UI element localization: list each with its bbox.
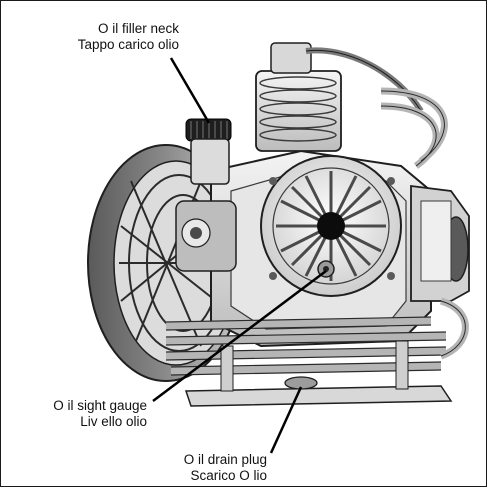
label-oil-drain-plug: O il drain plug Scarico O lio <box>141 452 267 484</box>
leader-oil-drain <box>269 386 303 454</box>
label-oil-drain-it: Scarico O lio <box>190 468 267 483</box>
leader-oil-filler <box>169 57 211 124</box>
label-oil-filler-neck: O il filler neck Tappo carico olio <box>39 21 179 53</box>
label-oil-sight-gauge: O il sight gauge Liv ello olio <box>7 398 147 430</box>
leader-oil-sight <box>152 270 327 402</box>
leader-lines <box>152 57 327 454</box>
right-housing <box>410 184 470 302</box>
base-frame <box>184 340 453 407</box>
inlet-valve <box>175 200 237 272</box>
label-oil-filler-it: Tappo carico olio <box>77 37 179 52</box>
right-coils <box>380 87 469 360</box>
label-oil-filler-en: O il filler neck <box>97 21 179 36</box>
front-flywheel <box>260 155 402 297</box>
label-oil-sight-it: Liv ello olio <box>80 414 147 429</box>
label-oil-sight-en: O il sight gauge <box>53 398 147 413</box>
cylinder-head <box>255 42 424 152</box>
oil-filler-neck <box>185 118 232 185</box>
label-oil-drain-en: O il drain plug <box>183 452 267 467</box>
